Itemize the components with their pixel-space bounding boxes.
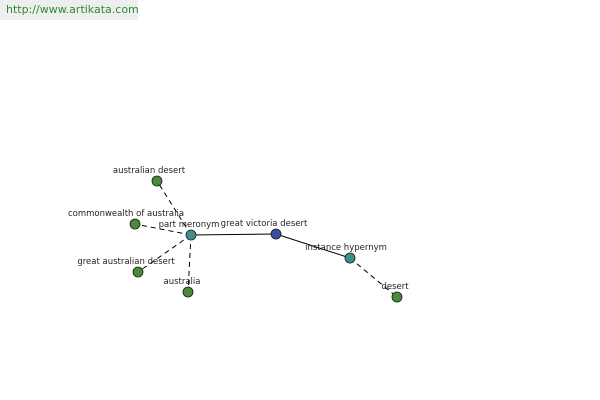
node-australia[interactable]: [182, 286, 194, 298]
node-great-victoria-desert[interactable]: [270, 228, 282, 240]
node-label-australian-desert: australian desert: [113, 166, 186, 176]
node-label-australia: australia: [164, 277, 201, 287]
node-australian-desert[interactable]: [151, 175, 163, 187]
nodes-layer: [129, 175, 403, 303]
node-great-australian-desert[interactable]: [132, 266, 144, 278]
edge-instance-hypernym-to-desert: [349, 257, 398, 298]
node-commonwealth-of-australia[interactable]: [129, 218, 141, 230]
node-desert[interactable]: [391, 291, 403, 303]
node-label-desert: desert: [381, 282, 409, 292]
edge-part-meronym-to-great-australian-desert: [137, 234, 192, 273]
node-label-instance-hypernym: instance hypernym: [305, 243, 387, 253]
node-label-great-victoria-desert: great victoria desert: [221, 219, 308, 229]
url-banner: http://www.artikata.com: [0, 0, 139, 20]
edge-part-meronym-to-great-victoria-desert: [190, 233, 277, 236]
node-label-great-australian-desert: great australian desert: [77, 257, 175, 267]
node-label-part-meronym: part meronym: [159, 220, 220, 230]
edge-part-meronym-to-australia: [187, 234, 192, 293]
edge-great-victoria-desert-to-instance-hypernym: [275, 233, 351, 259]
site-url-link[interactable]: http://www.artikata.com: [6, 3, 139, 16]
node-label-commonwealth-of-australia: commonwealth of australia: [68, 209, 184, 219]
node-instance-hypernym[interactable]: [344, 252, 356, 264]
node-part-meronym[interactable]: [185, 229, 197, 241]
edge-part-meronym-to-australian-desert: [156, 180, 192, 236]
edge-part-meronym-to-commonwealth-of-australia: [134, 223, 192, 236]
edges-layer: [134, 180, 398, 298]
